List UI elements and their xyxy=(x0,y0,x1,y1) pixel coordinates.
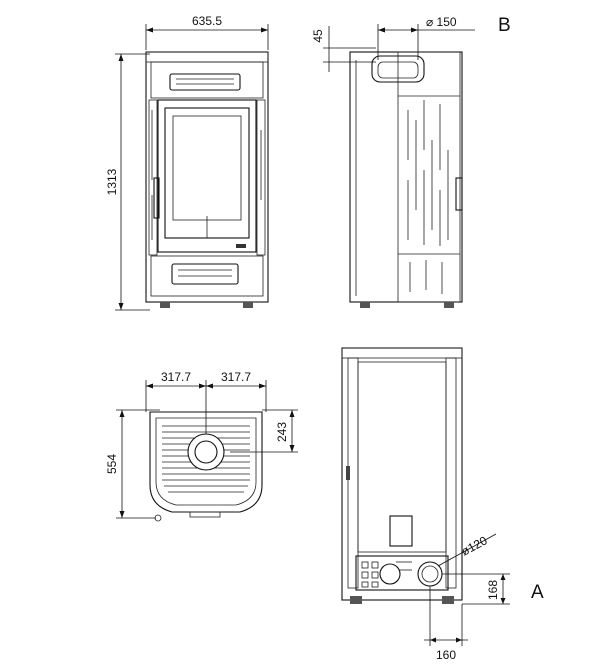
rear-back-panel xyxy=(357,361,447,553)
logo-plate xyxy=(236,244,246,248)
front-view: 635.5 1313 xyxy=(105,14,269,311)
front-upper-panel xyxy=(150,61,264,99)
height-total-label: 1313 xyxy=(105,168,119,195)
top-view: 317.7 317.7 554 243 xyxy=(105,370,298,522)
front-right-column xyxy=(256,99,266,256)
flue-diameter-label: ⌀ 150 xyxy=(426,15,457,29)
front-lower-panel xyxy=(150,255,264,297)
width-total-label: 635.5 xyxy=(192,14,222,28)
top-knob xyxy=(154,514,162,522)
flue-collar xyxy=(371,55,425,83)
door-handle xyxy=(153,177,160,219)
top-flue-inner xyxy=(194,440,218,464)
rear-foot-right xyxy=(442,596,454,604)
side-handle xyxy=(455,177,463,211)
flue-depth-label: 243 xyxy=(275,422,289,442)
rear-foot-left xyxy=(350,596,362,604)
rear-connector xyxy=(346,466,350,480)
flue-offset-label: 45 xyxy=(311,29,325,43)
side-view: B ⌀ 150 45 xyxy=(311,15,511,308)
half-width-right-label: 317.7 xyxy=(221,370,251,384)
door-glass-inner xyxy=(172,115,242,221)
air-inlet-inner xyxy=(421,565,439,583)
half-width-arrows xyxy=(146,383,266,389)
air-inlet-diameter-label: ø120 xyxy=(459,533,490,558)
upper-grille xyxy=(169,73,241,91)
rear-top-cap xyxy=(341,347,463,359)
top-inner-outline xyxy=(155,417,257,506)
tile-pattern xyxy=(398,95,460,294)
inlet-offset-label: 160 xyxy=(436,648,456,662)
foot-right xyxy=(243,302,253,308)
rear-fan-outlet xyxy=(379,563,401,585)
side-foot-left xyxy=(360,302,370,308)
rear-view: A ø120 168 xyxy=(341,347,544,662)
side-body-outline xyxy=(349,51,463,303)
door-frame xyxy=(157,99,257,253)
inlet-height-arrows xyxy=(500,574,506,604)
flue-collar-inner xyxy=(377,61,419,79)
depth-total-label: 554 xyxy=(105,454,119,474)
side-tiled-panel xyxy=(397,51,461,303)
view-a-label: A xyxy=(531,582,544,603)
rear-grille-block xyxy=(355,555,449,591)
side-foot-right xyxy=(444,302,454,308)
top-outline xyxy=(149,411,263,513)
ash-drawer xyxy=(171,263,239,285)
inlet-height-label: 168 xyxy=(486,580,500,600)
half-width-left-label: 317.7 xyxy=(161,370,191,384)
view-b-label: B xyxy=(498,15,511,36)
rear-right-column xyxy=(445,357,457,589)
front-top-cap xyxy=(145,51,269,63)
top-front-edge xyxy=(189,511,221,518)
inlet-diameter-leader xyxy=(437,533,497,567)
foot-left xyxy=(160,302,170,308)
rear-label-plate xyxy=(389,515,413,547)
